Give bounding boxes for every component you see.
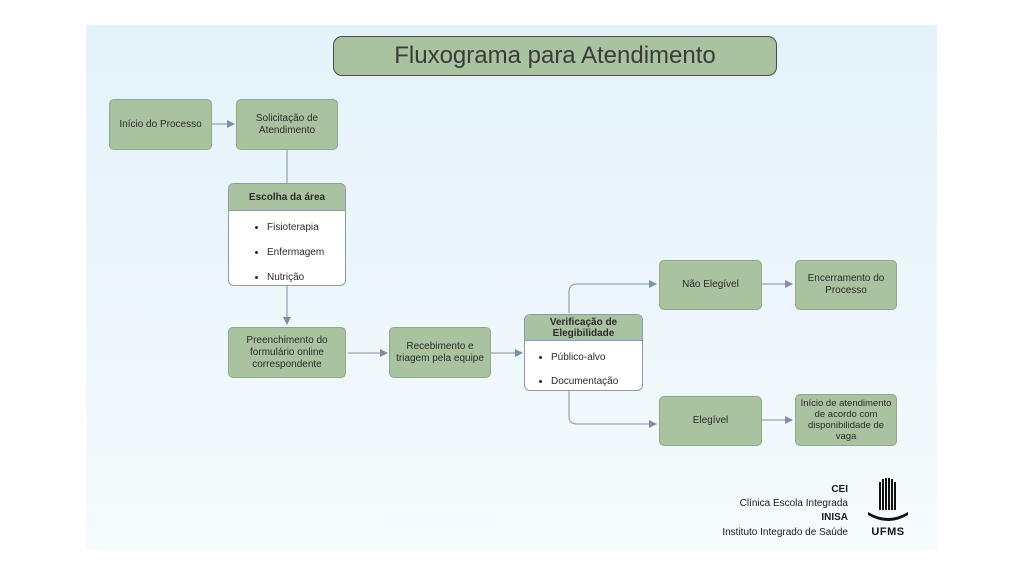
node-inicio-atendimento-label: Início de atendimento de acordo com disp… [800,398,892,442]
ufms-logo-icon [868,478,908,521]
footer-cei: CEI [831,484,848,495]
node-encerramento-processo: Encerramento do Processo [795,260,897,310]
edge-verificacao-nao-elegivel [568,280,657,313]
footer-clinica: Clínica Escola Integrada [739,498,848,509]
list-item-text: Documentação [551,376,619,387]
list-item-text: Público-alvo [551,352,606,363]
list-item: Documentação [539,376,618,387]
card-verificacao-elegibilidade: Verificação de Elegibilidade Público-alv… [524,314,643,391]
node-solicitacao-atendimento: Solicitação de Atendimento [236,99,338,150]
list-item-text: Enfermagem [267,247,325,258]
ufms-logo: UFMS [866,476,910,540]
node-inicio-processo: Início do Processo [109,99,212,150]
list-item-text: Fisioterapia [267,222,319,233]
node-recebimento-label: Recebimento e triagem pela equipe [396,340,484,364]
list-item: Fisioterapia [255,222,319,233]
card-verificacao-header: Verificação de Elegibilidade [525,315,642,341]
card-escolha-area: Escolha da área Fisioterapia Enfermagem … [228,183,346,286]
node-preenchimento-formulario: Preenchimento do formulário online corre… [228,327,346,378]
footer-instituto: Instituto Integrado de Saúde [722,527,848,538]
list-item: Nutrição [255,272,304,283]
list-item: Público-alvo [539,352,605,363]
node-recebimento-triagem: Recebimento e triagem pela equipe [389,327,491,378]
list-item-text: Nutrição [267,272,305,283]
node-elegivel-label: Elegível [692,415,729,426]
node-nao-elegivel-label: Não Elegível [682,279,739,290]
card-verificacao-header-text: Verificação de Elegibilidade [549,316,618,339]
ufms-logo-text: UFMS [871,526,905,538]
flowchart-title: Fluxograma para Atendimento [333,36,777,76]
footer-inisa: INISA [821,512,848,523]
edge-verificacao-elegivel [568,391,657,428]
node-preenchimento-label: Preenchimento do formulário online corre… [246,334,328,370]
node-inicio-label: Início do Processo [119,118,202,130]
node-inicio-atendimento: Início de atendimento de acordo com disp… [795,394,897,446]
node-elegivel: Elegível [659,396,762,446]
card-escolha-header-text: Escolha da área [248,191,326,203]
node-nao-elegivel: Não Elegível [659,260,762,310]
list-item: Enfermagem [255,247,324,258]
flowchart-title-text: Fluxograma para Atendimento [394,42,716,69]
node-encerramento-label: Encerramento do Processo [807,273,885,296]
node-solicitacao-label: Solicitação de Atendimento [255,112,319,136]
card-escolha-header: Escolha da área [229,184,345,211]
